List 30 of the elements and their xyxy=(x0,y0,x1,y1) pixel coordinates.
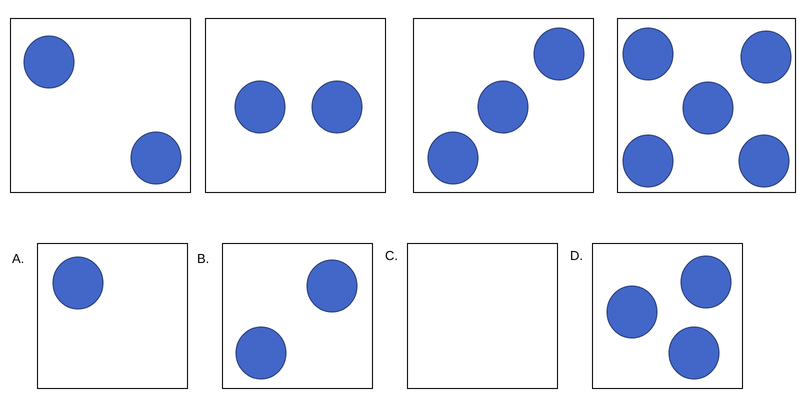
square-frame xyxy=(205,18,386,193)
square-frame xyxy=(37,243,188,389)
option-label: A. xyxy=(12,251,24,266)
circle-dot xyxy=(622,134,674,188)
square-frame xyxy=(617,18,796,193)
square-frame xyxy=(407,243,558,389)
circle-dot xyxy=(306,259,358,313)
circle-dot xyxy=(738,134,790,188)
circle-dot xyxy=(52,256,104,310)
square-frame xyxy=(222,243,373,389)
circle-dot xyxy=(680,255,732,309)
circle-dot xyxy=(622,27,674,81)
square-frame xyxy=(592,243,743,389)
square-frame xyxy=(10,18,191,193)
option-label: C. xyxy=(385,248,398,263)
circle-dot xyxy=(130,131,182,185)
circle-dot xyxy=(235,326,287,380)
circle-dot xyxy=(606,285,658,339)
circle-dot xyxy=(740,30,792,84)
circle-dot xyxy=(477,80,529,134)
circle-dot xyxy=(533,27,585,81)
circle-dot xyxy=(311,80,363,134)
circle-dot xyxy=(234,80,286,134)
option-label: D. xyxy=(570,248,583,263)
square-frame xyxy=(413,18,594,193)
circle-dot xyxy=(668,326,720,380)
circle-dot xyxy=(427,131,479,185)
circle-dot xyxy=(23,35,75,89)
circle-dot xyxy=(682,81,734,135)
option-label: B. xyxy=(197,251,210,266)
